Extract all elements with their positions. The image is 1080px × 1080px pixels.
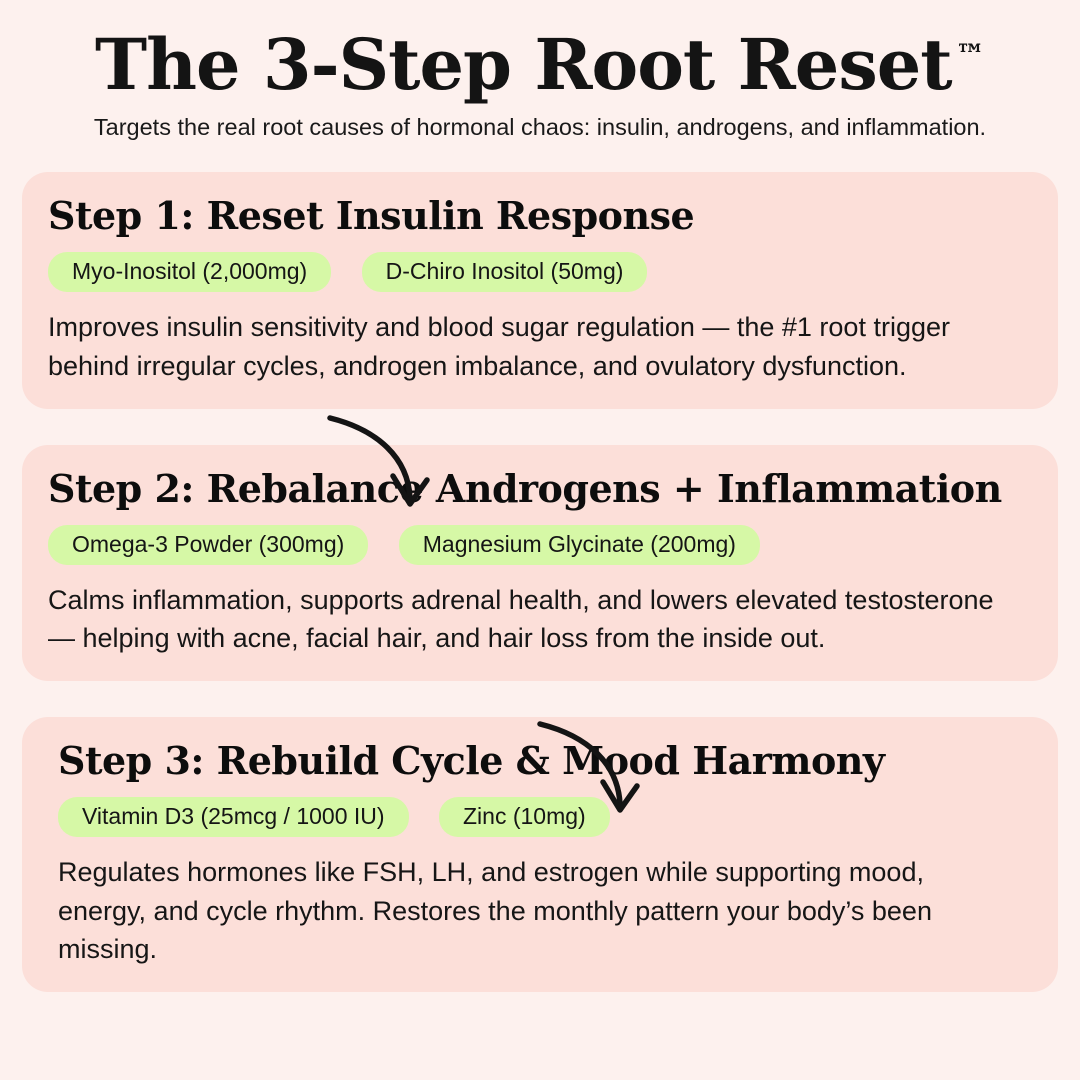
ingredient-pill: Myo-Inositol (2,000mg) — [48, 251, 332, 293]
step-1-description: Improves insulin sensitivity and blood s… — [48, 312, 950, 381]
step-3-title: Step 3: Rebuild Cycle & Mood Harmony — [58, 738, 885, 784]
step-3-description: Regulates hormones like FSH, LH, and est… — [58, 857, 932, 965]
ingredient-pill: Magnesium Glycinate (200mg) — [398, 524, 760, 565]
page-title-text: The 3-Step Root Reset — [94, 23, 953, 106]
step-2-pills: Omega-3 Powder (300mg) Magnesium Glycina… — [48, 524, 1032, 565]
ingredient-pill: Omega-3 Powder (300mg) — [48, 524, 369, 565]
page-subtitle: Targets the real root causes of hormonal… — [93, 114, 987, 140]
step-3-card: Step 3: Rebuild Cycle & Mood Harmony Vit… — [22, 717, 1058, 993]
ingredient-pill: Zinc (10mg) — [439, 797, 610, 838]
trademark-symbol: ™ — [955, 36, 986, 72]
ingredient-pill: Vitamin D3 (25mcg / 1000 IU) — [58, 797, 409, 838]
step-2-description: Calms inflammation, supports adrenal hea… — [48, 584, 994, 654]
steps-container: Step 1: Reset Insulin Response Myo-Inosi… — [0, 172, 1080, 993]
step-1-pills: Myo-Inositol (2,000mg) D-Chiro Inositol … — [48, 251, 1032, 293]
step-1-card: Step 1: Reset Insulin Response Myo-Inosi… — [22, 172, 1058, 409]
step-2-card: Step 2: Rebalance Androgens + Inflammati… — [22, 444, 1058, 682]
step-1-title: Step 1: Reset Insulin Response — [48, 193, 695, 239]
step-3-pills: Vitamin D3 (25mcg / 1000 IU) Zinc (10mg) — [58, 797, 1032, 838]
ingredient-pill: D-Chiro Inositol (50mg) — [361, 251, 648, 293]
step-2-title: Step 2: Rebalance Androgens + Inflammati… — [48, 465, 1002, 511]
